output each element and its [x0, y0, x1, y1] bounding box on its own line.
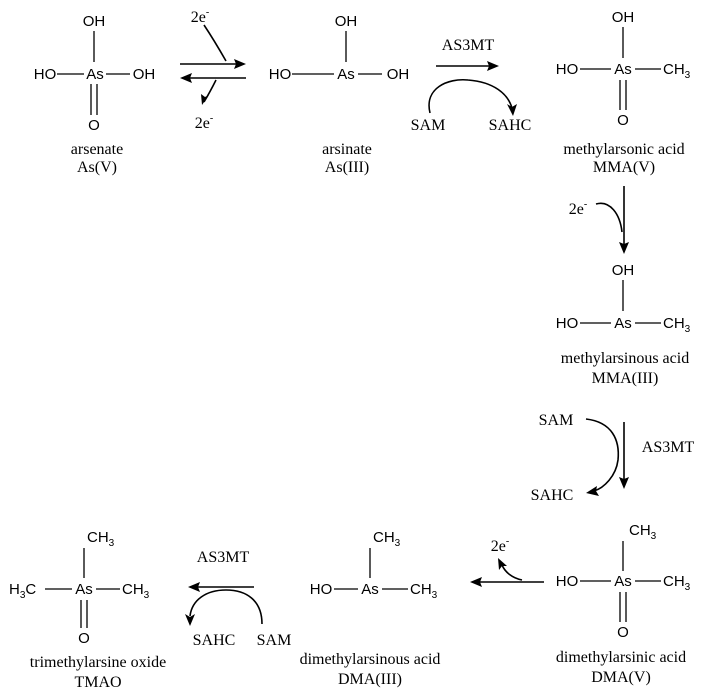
arsinate-left-ho: HO	[269, 66, 292, 83]
r2-sahc: SAHC	[489, 117, 532, 134]
dma-v-top-ch3: CH3	[629, 522, 657, 542]
dma-iii-name: dimethylarsinous acid	[300, 651, 441, 668]
r3-electrons: 2e-	[569, 199, 587, 218]
mma-iii-left-ho: HO	[556, 315, 579, 332]
arsenate-name: arsenate	[71, 141, 123, 158]
dma-v-structure: CH3 HO As CH3 O	[556, 522, 691, 641]
r1-reverse-electrons: 2e-	[195, 113, 213, 132]
tmao-name: trimethylarsine oxide	[30, 654, 166, 671]
arsinate-name: arsinate	[322, 141, 372, 158]
dma-v-right-ch3: CH3	[663, 573, 691, 593]
arsinate-abbr: As(III)	[325, 159, 369, 176]
r5-arrows	[470, 558, 544, 587]
r4-arrows	[585, 418, 629, 496]
r3-arrows	[595, 186, 629, 254]
dma-v-bottom-o: O	[617, 624, 629, 641]
dma-v-abbr: DMA(V)	[591, 669, 651, 686]
mma-iii-structure: OH HO As CH3	[556, 262, 691, 335]
mma-v-as: As	[614, 61, 632, 78]
mma-iii-top-oh: OH	[612, 262, 635, 279]
tmao-abbr: TMAO	[74, 674, 121, 691]
dma-iii-left-ho: HO	[310, 581, 333, 598]
dma-iii-right-ch3: CH3	[410, 581, 438, 601]
arsenate-left-ho: HO	[34, 66, 57, 83]
r2-arrows	[428, 61, 517, 116]
arsenate-right-oh: OH	[133, 66, 156, 83]
mma-v-left-ho: HO	[556, 61, 579, 78]
mma-iii-abbr: MMA(III)	[592, 370, 659, 387]
dma-iii-structure: CH3 HO As CH3	[310, 529, 438, 601]
r4-sahc: SAHC	[531, 487, 574, 504]
r2-enzyme: AS3MT	[442, 37, 495, 54]
r6-sam: SAM	[257, 632, 292, 649]
r1-forward-electrons: 2e-	[191, 7, 209, 26]
mma-v-top-oh: OH	[612, 9, 635, 26]
arsinate-right-oh: OH	[387, 66, 410, 83]
dma-iii-top-ch3: CH3	[373, 529, 401, 549]
arsenate-abbr: As(V)	[77, 159, 117, 176]
dma-v-as: As	[614, 573, 632, 590]
arsinate-structure: OH HO As OH	[269, 13, 410, 83]
mma-iii-as: As	[614, 315, 632, 332]
r4-enzyme: AS3MT	[642, 439, 695, 456]
tmao-right-ch3: CH3	[122, 581, 150, 601]
arsenate-top-oh: OH	[83, 13, 106, 30]
mma-iii-name: methylarsinous acid	[561, 350, 689, 367]
arsenate-bottom-o: O	[88, 117, 100, 134]
mma-v-right-ch3: CH3	[663, 61, 691, 81]
dma-v-name: dimethylarsinic acid	[556, 649, 686, 666]
r6-enzyme: AS3MT	[197, 549, 250, 566]
equilibrium-arrows	[180, 24, 246, 105]
r5-electrons: 2e-	[491, 536, 509, 555]
mma-v-structure: OH HO As CH3 O	[556, 9, 691, 129]
tmao-top-ch3: CH3	[87, 529, 115, 549]
r6-sahc: SAHC	[193, 632, 236, 649]
mma-v-name: methylarsonic acid	[563, 141, 684, 158]
r2-sam: SAM	[411, 117, 446, 134]
tmao-left-h3c: H3C	[9, 581, 36, 601]
dma-v-left-ho: HO	[556, 573, 579, 590]
dma-iii-as: As	[361, 581, 379, 598]
mma-iii-right-ch3: CH3	[663, 315, 691, 335]
arsinate-top-oh: OH	[335, 13, 358, 30]
r6-arrows	[185, 582, 263, 626]
arsenate-structure: OH HO As OH O	[34, 13, 156, 134]
tmao-structure: CH3 H3C As CH3 O	[9, 529, 150, 647]
tmao-bottom-o: O	[78, 630, 90, 647]
arsenate-as: As	[86, 66, 104, 83]
r4-sam: SAM	[539, 412, 574, 429]
mma-v-abbr: MMA(V)	[593, 159, 655, 176]
arsinate-as: As	[337, 66, 355, 83]
dma-iii-abbr: DMA(III)	[338, 671, 402, 688]
tmao-as: As	[75, 581, 93, 598]
mma-v-bottom-o: O	[617, 112, 629, 129]
